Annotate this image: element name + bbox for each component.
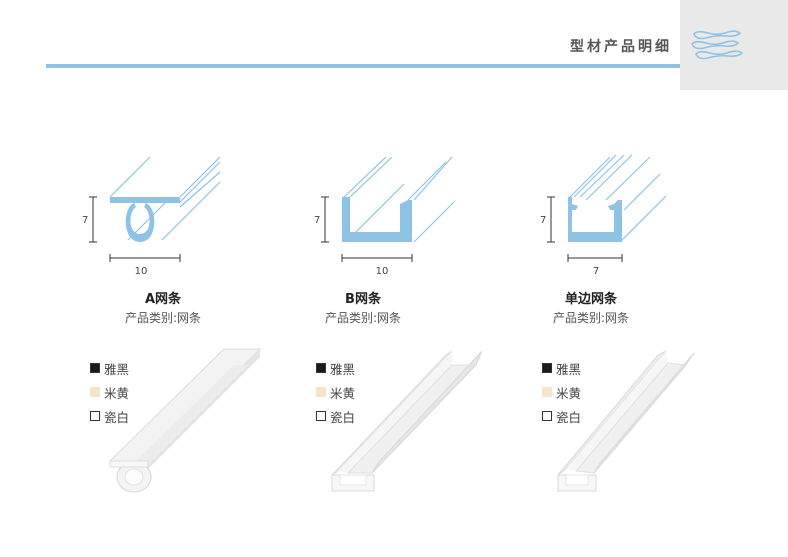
product-render-b [331, 350, 483, 492]
swatch-beige [90, 387, 100, 397]
color-list-a: 雅黑 米黄 瓷白 [90, 356, 129, 428]
product-category-c: 产品类别:网条 [552, 311, 630, 325]
product-category-b: 产品类别:网条 [324, 311, 402, 325]
product-b: 7 10 B网条 产品类别:网条 雅黑 米黄 瓷白 [294, 0, 534, 557]
color-option-white: 瓷白 [90, 404, 129, 428]
color-option-white: 瓷白 [542, 404, 581, 428]
color-option-beige: 米黄 [90, 380, 129, 404]
product-render-c [557, 350, 695, 492]
profile-diagram-a: 7 10 [82, 156, 221, 277]
swatch-black [542, 363, 552, 373]
dim-width-c: 7 [593, 266, 599, 277]
product-name-c: 单边网条 [564, 292, 617, 307]
product-category-a: 产品类别:网条 [124, 311, 202, 325]
swatch-white [542, 411, 552, 421]
swatch-white [316, 411, 326, 421]
swatch-beige [316, 387, 326, 397]
color-list-b: 雅黑 米黄 瓷白 [316, 356, 355, 428]
swatch-beige [542, 387, 552, 397]
dim-height-c: 7 [540, 215, 546, 226]
product-name-b: B网条 [345, 292, 381, 307]
dim-width-b: 10 [376, 266, 389, 277]
product-name-a: A网条 [144, 292, 182, 307]
color-option-white: 瓷白 [316, 404, 355, 428]
dim-height-b: 7 [314, 215, 320, 226]
dim-height-a: 7 [82, 215, 88, 226]
swatch-white [90, 411, 100, 421]
profile-diagram-c: 7 7 [540, 154, 667, 277]
swatch-black [90, 363, 100, 373]
product-c: 7 7 单边网条 产品类别:网条 雅黑 米黄 瓷白 [520, 0, 760, 557]
product-a: 7 10 A网条 产品类别:网条 雅黑 米黄 瓷白 [68, 0, 308, 557]
page-title: 型材产品明细 [570, 39, 672, 55]
color-option-beige: 米黄 [542, 380, 581, 404]
color-option-black: 雅黑 [542, 356, 581, 380]
header-divider [46, 64, 680, 68]
logo-icon [691, 30, 744, 60]
color-option-black: 雅黑 [316, 356, 355, 380]
profile-diagram-b: 7 10 [314, 156, 455, 277]
swatch-black [316, 363, 326, 373]
dim-width-a: 10 [135, 266, 148, 277]
color-option-black: 雅黑 [90, 356, 129, 380]
color-option-beige: 米黄 [316, 380, 355, 404]
product-render-a [108, 348, 262, 493]
color-list-c: 雅黑 米黄 瓷白 [542, 356, 581, 428]
